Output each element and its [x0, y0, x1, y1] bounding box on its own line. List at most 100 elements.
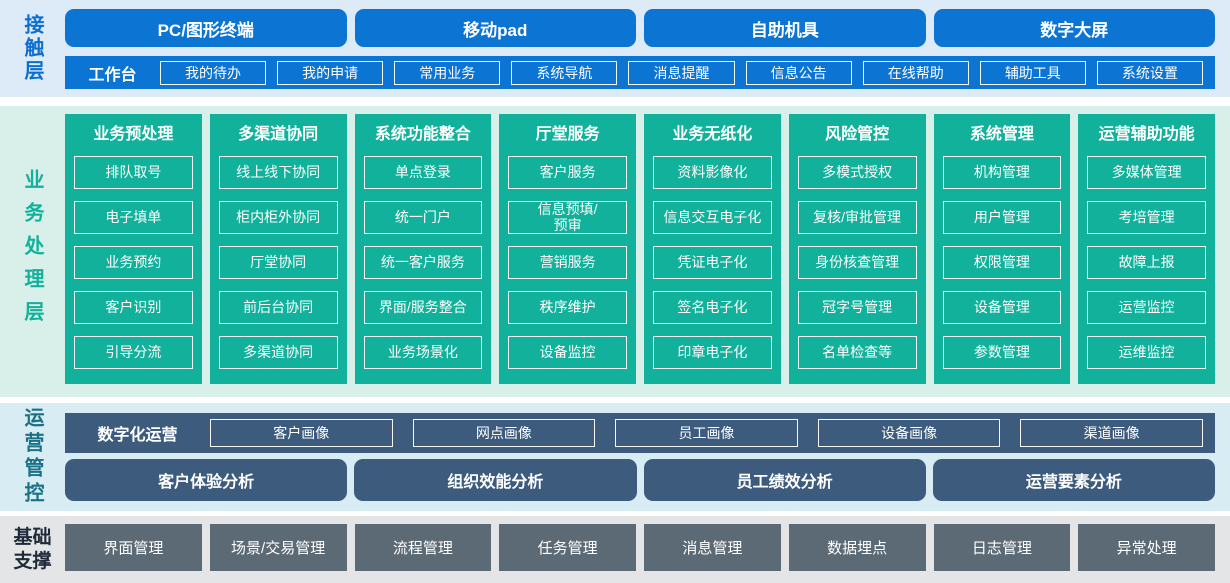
analysis-button[interactable]: 员工绩效分析: [643, 459, 926, 501]
digital-portrait-item[interactable]: 渠道画像: [1020, 419, 1203, 447]
workbench-item[interactable]: 常用业务: [394, 60, 501, 85]
business-item[interactable]: 考培管理: [1087, 201, 1206, 234]
digital-portrait-item[interactable]: 客户画像: [210, 419, 393, 447]
business-item[interactable]: 统一门户: [363, 201, 483, 234]
business-column-title: 多渠道协同: [238, 126, 319, 143]
terminal-button[interactable]: 数字大屏: [933, 9, 1215, 47]
business-item[interactable]: 签名电子化: [653, 291, 772, 324]
business-item[interactable]: 信息交互电子化: [653, 201, 772, 234]
foundation-button[interactable]: 流程管理: [354, 524, 492, 571]
digital-portrait-item[interactable]: 设备画像: [817, 419, 1001, 447]
business-item[interactable]: 权限管理: [942, 246, 1062, 279]
foundation-button[interactable]: 界面管理: [65, 524, 202, 571]
business-item[interactable]: 冠字号管理: [797, 291, 917, 324]
business-item[interactable]: 机构管理: [942, 156, 1062, 189]
foundation-layer-content: 界面管理场景/交易管理流程管理任务管理消息管理数据埋点日志管理异常处理: [65, 516, 1230, 583]
business-item[interactable]: 资料影像化: [653, 156, 772, 189]
foundation-button[interactable]: 异常处理: [1078, 524, 1215, 571]
operations-layer-content: 数字化运营 客户画像网点画像员工画像设备画像渠道画像 客户体验分析组织效能分析员…: [65, 403, 1230, 511]
business-item[interactable]: 名单检查等: [797, 336, 917, 369]
business-item[interactable]: 单点登录: [363, 156, 483, 189]
business-item[interactable]: 统一客户服务: [363, 246, 483, 279]
workbench-item[interactable]: 我的申请: [277, 60, 384, 85]
foundation-button[interactable]: 日志管理: [933, 524, 1071, 571]
terminal-button[interactable]: PC/图形终端: [65, 9, 347, 47]
business-layer-content: 业务预处理排队取号电子填单业务预约客户识别引导分流多渠道协同线上线下协同柜内柜外…: [65, 106, 1230, 397]
digital-operations-bar: 数字化运营 客户画像网点画像员工画像设备画像渠道画像: [65, 413, 1215, 453]
business-item[interactable]: 线上线下协同: [218, 156, 338, 189]
business-item[interactable]: 客户服务: [508, 156, 627, 189]
analysis-button[interactable]: 运营要素分析: [932, 459, 1215, 501]
business-item[interactable]: 排队取号: [74, 156, 193, 189]
foundation-button[interactable]: 场景/交易管理: [209, 524, 347, 571]
workbench-items: 我的待办我的申请常用业务系统导航消息提醒信息公告在线帮助辅助工具系统设置: [160, 60, 1203, 85]
business-item[interactable]: 多渠道协同: [218, 336, 338, 369]
business-item[interactable]: 业务预约: [74, 246, 193, 279]
business-columns: 业务预处理排队取号电子填单业务预约客户识别引导分流多渠道协同线上线下协同柜内柜外…: [65, 114, 1215, 384]
digital-portrait-item[interactable]: 员工画像: [615, 419, 798, 447]
workbench-item[interactable]: 系统设置: [1096, 60, 1203, 85]
business-column-title: 系统管理: [969, 126, 1034, 143]
contact-layer-label: 接触层: [21, 14, 43, 83]
business-item[interactable]: 柜内柜外协同: [218, 201, 338, 234]
business-item[interactable]: 设备监控: [508, 336, 627, 369]
foundation-button[interactable]: 数据埋点: [788, 524, 926, 571]
analysis-row: 客户体验分析组织效能分析员工绩效分析运营要素分析: [65, 459, 1215, 501]
business-column: 运营辅助功能多媒体管理考培管理故障上报运营监控运维监控: [1078, 114, 1215, 384]
business-column: 厅堂服务客户服务信息预填/ 预审营销服务秩序维护设备监控: [499, 114, 636, 384]
workbench-item[interactable]: 我的待办: [160, 60, 267, 85]
workbench-item[interactable]: 辅助工具: [979, 60, 1086, 85]
business-item[interactable]: 用户管理: [942, 201, 1062, 234]
digital-operations-label: 数字化运营: [97, 427, 178, 444]
business-item[interactable]: 引导分流: [74, 336, 193, 369]
business-layer-label-area: 业务处理层: [0, 106, 65, 397]
business-item[interactable]: 秩序维护: [508, 291, 627, 324]
business-item[interactable]: 前后台协同: [218, 291, 338, 324]
terminal-button[interactable]: 自助机具: [644, 9, 926, 47]
business-column-title: 风险管控: [825, 126, 890, 143]
business-column-title: 运营辅助功能: [1098, 126, 1195, 143]
terminal-button[interactable]: 移动pad: [354, 9, 636, 47]
business-item[interactable]: 凭证电子化: [653, 246, 772, 279]
foundation-button[interactable]: 消息管理: [644, 524, 781, 571]
business-column: 系统功能整合单点登录统一门户统一客户服务界面/服务整合业务场景化: [354, 114, 492, 384]
business-item[interactable]: 运营监控: [1087, 291, 1206, 324]
business-item[interactable]: 身份核查管理: [797, 246, 917, 279]
workbench-item[interactable]: 系统导航: [511, 60, 618, 85]
business-item[interactable]: 信息预填/ 预审: [508, 201, 627, 234]
business-item[interactable]: 运维监控: [1087, 336, 1206, 369]
business-column: 业务无纸化资料影像化信息交互电子化凭证电子化签名电子化印章电子化: [644, 114, 781, 384]
business-item[interactable]: 设备管理: [942, 291, 1062, 324]
business-column-title: 业务预处理: [93, 126, 174, 143]
workbench-item[interactable]: 信息公告: [745, 60, 852, 85]
business-item[interactable]: 印章电子化: [653, 336, 772, 369]
workbench-item[interactable]: 消息提醒: [628, 60, 735, 85]
digital-portrait-item[interactable]: 网点画像: [412, 419, 596, 447]
business-item[interactable]: 故障上报: [1087, 246, 1206, 279]
business-item[interactable]: 多媒体管理: [1087, 156, 1206, 189]
business-layer-band: 业务处理层 业务预处理排队取号电子填单业务预约客户识别引导分流多渠道协同线上线下…: [0, 106, 1230, 397]
analysis-button[interactable]: 组织效能分析: [354, 459, 637, 501]
business-item[interactable]: 界面/服务整合: [363, 291, 483, 324]
business-item[interactable]: 业务场景化: [363, 336, 483, 369]
business-item[interactable]: 复核/审批管理: [797, 201, 917, 234]
operations-layer-label-area: 运营管控: [0, 403, 65, 511]
workbench-item[interactable]: 在线帮助: [862, 60, 969, 85]
business-item[interactable]: 多模式授权: [797, 156, 917, 189]
business-item[interactable]: 厅堂协同: [218, 246, 338, 279]
business-item[interactable]: 电子填单: [74, 201, 193, 234]
business-item[interactable]: 参数管理: [942, 336, 1062, 369]
digital-portrait-items: 客户画像网点画像员工画像设备画像渠道画像: [210, 419, 1203, 447]
business-layer-label: 业务处理层: [21, 169, 43, 334]
business-column: 系统管理机构管理用户管理权限管理设备管理参数管理: [933, 114, 1071, 384]
analysis-button[interactable]: 客户体验分析: [65, 459, 348, 501]
foundation-layer-band: 基础支撑 界面管理场景/交易管理流程管理任务管理消息管理数据埋点日志管理异常处理: [0, 516, 1230, 583]
foundation-button[interactable]: 任务管理: [499, 524, 636, 571]
business-column: 风险管控多模式授权复核/审批管理身份核查管理冠字号管理名单检查等: [788, 114, 926, 384]
foundation-layer-label-area: 基础支撑: [0, 516, 65, 583]
workbench-bar: 工作台 我的待办我的申请常用业务系统导航消息提醒信息公告在线帮助辅助工具系统设置: [65, 56, 1215, 89]
business-item[interactable]: 客户识别: [74, 291, 193, 324]
business-column-title: 厅堂服务: [535, 126, 600, 143]
business-item[interactable]: 营销服务: [508, 246, 627, 279]
